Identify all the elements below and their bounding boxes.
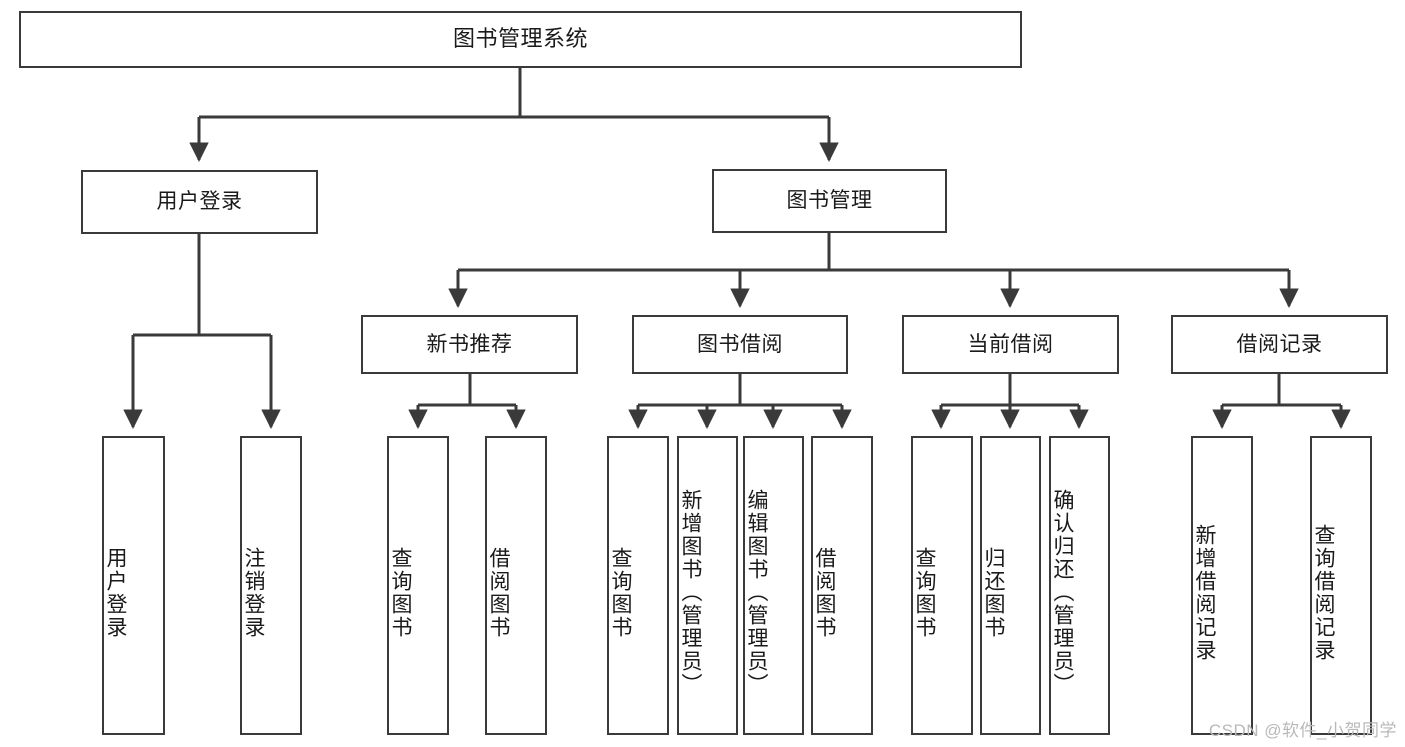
node-label: 编辑图书（管理员） [745, 489, 769, 696]
node-label: 图书借阅 [697, 332, 783, 356]
node-book-borrow[interactable]: 图书借阅 [632, 315, 848, 374]
node-label: 查询图书 [913, 546, 937, 639]
node-leaf-query-book-2[interactable]: 查询图书 [607, 436, 669, 735]
node-label: 归还图书 [982, 546, 1006, 639]
node-label: 新书推荐 [426, 332, 513, 356]
node-label: 确认归还（管理员） [1051, 489, 1075, 696]
watermark: CSDN @软件_小贺同学 [1208, 721, 1397, 740]
node-new-book-rec[interactable]: 新书推荐 [361, 315, 578, 374]
node-label: 借阅图书 [813, 546, 837, 639]
node-leaf-borrow-book-1[interactable]: 借阅图书 [485, 436, 547, 735]
node-borrow-record[interactable]: 借阅记录 [1171, 315, 1388, 374]
node-label: 借阅图书 [487, 546, 511, 639]
node-leaf-borrow-book-2[interactable]: 借阅图书 [811, 436, 873, 735]
node-leaf-add-record[interactable]: 新增借阅记录 [1191, 436, 1253, 735]
node-label: 当前借阅 [967, 332, 1054, 356]
node-leaf-query-record[interactable]: 查询借阅记录 [1310, 436, 1372, 735]
node-leaf-logout[interactable]: 注销登录 [240, 436, 302, 735]
node-label: 新增图书（管理员） [679, 489, 703, 696]
node-label: 借阅记录 [1236, 332, 1323, 356]
node-label: 图书管理 [786, 189, 873, 213]
node-leaf-confirm-return[interactable]: 确认归还（管理员） [1049, 436, 1110, 735]
node-leaf-edit-book[interactable]: 编辑图书（管理员） [743, 436, 804, 735]
node-leaf-return-book[interactable]: 归还图书 [980, 436, 1041, 735]
node-label: 查询借阅记录 [1312, 523, 1336, 662]
node-label: 新增借阅记录 [1193, 523, 1217, 662]
node-leaf-query-book-3[interactable]: 查询图书 [911, 436, 973, 735]
node-book-manage[interactable]: 图书管理 [712, 169, 947, 233]
node-label: 查询图书 [389, 546, 413, 639]
node-leaf-query-book-1[interactable]: 查询图书 [387, 436, 449, 735]
node-label: 查询图书 [609, 546, 633, 639]
node-label: 图书管理系统 [452, 26, 588, 52]
node-user-login[interactable]: 用户登录 [81, 170, 318, 234]
node-leaf-user-login[interactable]: 用户登录 [102, 436, 165, 735]
node-label: 用户登录 [156, 190, 243, 214]
node-label: 用户登录 [104, 546, 128, 639]
node-leaf-add-book[interactable]: 新增图书（管理员） [677, 436, 738, 735]
node-current-borrow[interactable]: 当前借阅 [902, 315, 1119, 374]
node-label: 注销登录 [242, 546, 266, 639]
node-root-book-management-system[interactable]: 图书管理系统 [19, 11, 1022, 68]
